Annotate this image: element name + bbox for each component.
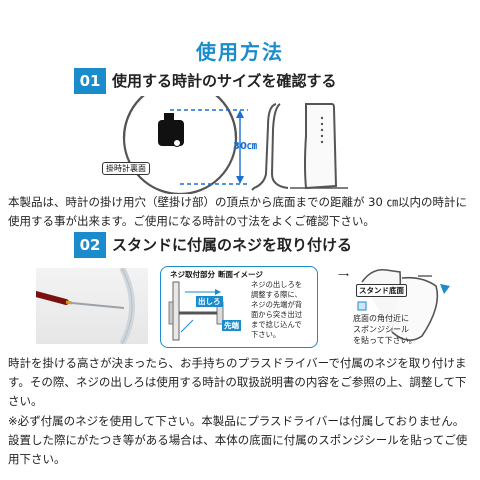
dimension-label: 30㎝ (233, 141, 257, 152)
stand-bottom-label: スタンド底面 (356, 284, 407, 297)
detail-header-section: 断面イメージ (218, 270, 263, 279)
step-1-title: 使用する時計のサイズを確認する (112, 72, 337, 90)
page-title: 使用方法 (196, 40, 284, 64)
arrow-icon: ⟶ (338, 270, 349, 279)
screw-section-illustration (168, 281, 224, 341)
screw-detail-box (160, 266, 318, 348)
step-2-note: ※必ず付属のネジを使用して下さい。本製品にプラスドライバーは付属しておりません。… (8, 414, 468, 466)
sentan-label: 先端 (222, 320, 241, 331)
stand-front-outline (304, 103, 338, 190)
step-1-text: 本製品は、時計の掛け用穴（壁掛け部）の頂点から底面までの距離が 30 ㎝以内の時… (8, 195, 467, 228)
clock-size-illustration (122, 96, 348, 194)
screwdriver-photo (36, 268, 148, 344)
detail-explanation: ネジの出しろを 調整する際に、 ネジの先端が背 面から突き出过 まで捻じ込んで … (251, 280, 303, 339)
step-2-text: 時計を掛ける高さが決まったら、お手持ちのプラスドライバーで付属のネジを取り付けま… (8, 356, 467, 408)
detail-header-screw: ネジ取付部分 (170, 270, 215, 279)
sponge-instruction: 底面の角付近に スポンジシール を貼って下さい。 (353, 314, 417, 345)
step-2-title: スタンドに付属のネジを取り付ける (112, 236, 353, 254)
dashiro-label: 出しろ (196, 296, 223, 307)
step-1-badge: 01 (74, 68, 106, 94)
step-2-badge: 02 (74, 232, 106, 258)
clock-back-label: 掛時計裏面 (102, 162, 150, 175)
